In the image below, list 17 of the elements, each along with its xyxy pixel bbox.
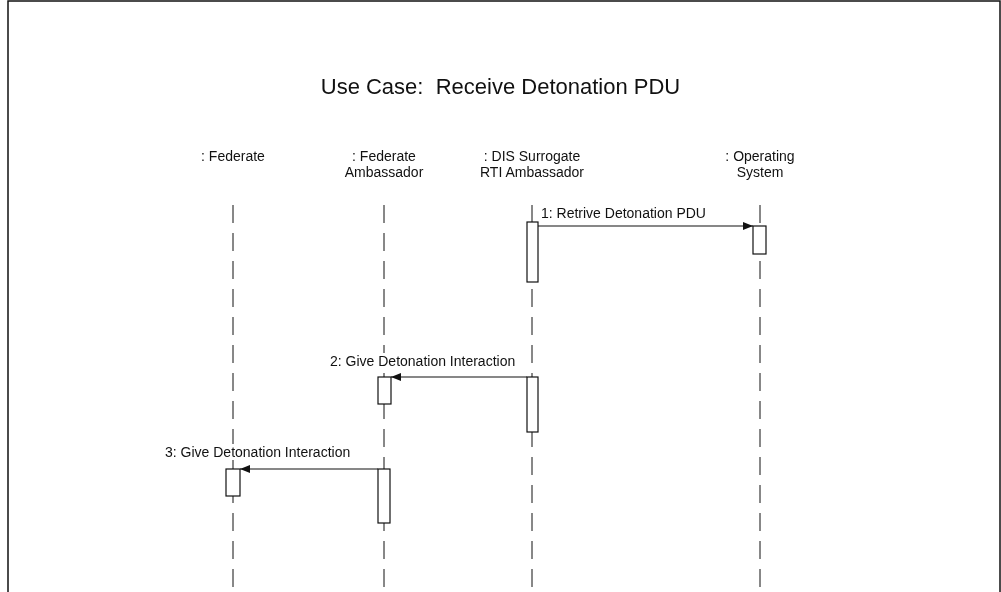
lifeline-header: : Federate [178, 148, 288, 164]
activation-box [225, 468, 241, 497]
message-label: 3: Give Detonation Interaction [165, 444, 351, 460]
message-arrow [390, 373, 528, 381]
activation-box [526, 221, 539, 283]
diagram-title: Use Case: Receive Detonation PDU [319, 74, 682, 100]
activation-box [526, 376, 539, 433]
lifeline-header: : DIS Surrogate RTI Ambassador [476, 148, 588, 180]
message-arrow [537, 222, 754, 230]
message-label: 1: Retrive Detonation PDU [541, 205, 706, 221]
message-arrow [239, 465, 379, 473]
lifeline-header: : Operating System [705, 148, 815, 180]
activation-box [377, 376, 392, 405]
activation-box [752, 225, 767, 255]
activation-box [377, 468, 391, 524]
lifeline-header: : Federate Ambassador [329, 148, 439, 180]
message-label: 2: Give Detonation Interaction [330, 353, 516, 369]
